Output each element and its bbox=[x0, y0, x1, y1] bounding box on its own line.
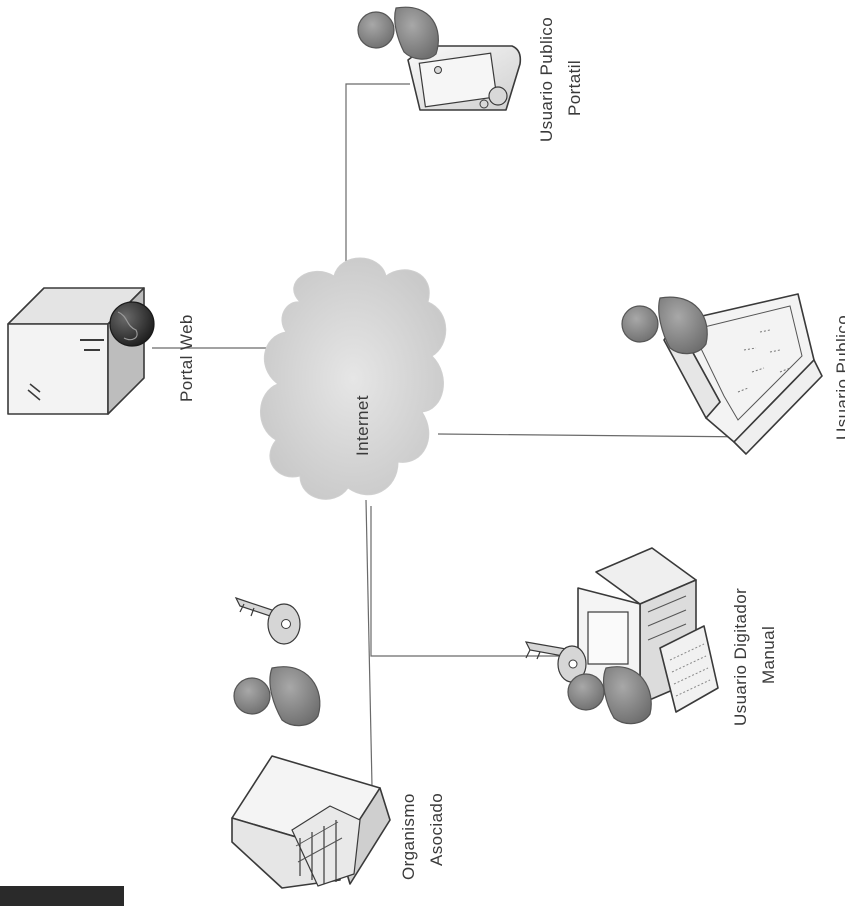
internet-cloud: Internet bbox=[260, 257, 447, 500]
usuario-publico-node: Usuario Publico bbox=[621, 293, 845, 455]
office-building-icon bbox=[231, 755, 391, 889]
person-icon bbox=[233, 666, 321, 727]
person-icon bbox=[567, 666, 652, 725]
edge-internet-organismo bbox=[365, 499, 373, 787]
cloud-icon bbox=[260, 257, 447, 500]
key-icon bbox=[234, 596, 301, 645]
usuario-publico-portatil-label-2: Portatil bbox=[565, 60, 584, 116]
handheld-device-icon bbox=[407, 45, 522, 111]
usuario-publico-portatil-label-1: Usuario Publico bbox=[537, 17, 556, 142]
person-icon bbox=[357, 6, 439, 60]
usuario-digitador-manual-label-2: Manual bbox=[759, 626, 778, 684]
edge-internet-digitador bbox=[370, 506, 578, 657]
edge-internet-portatil bbox=[345, 83, 410, 296]
internet-label: Internet bbox=[353, 395, 372, 456]
usuario-publico-label: Usuario Publico bbox=[833, 315, 845, 440]
portal-web-label: Portal Web bbox=[177, 314, 196, 402]
person-icon bbox=[621, 296, 708, 355]
edge-internet-usuario-publico bbox=[437, 433, 759, 438]
portal-web-node: Portal Web bbox=[7, 287, 196, 415]
connectors bbox=[152, 83, 759, 787]
usuario-digitador-manual-label-1: Usuario Digitador bbox=[731, 588, 750, 726]
scan-bar-mark bbox=[0, 886, 124, 906]
usuario-digitador-manual-node: Usuario Digitador Manual bbox=[524, 547, 778, 726]
organismo-asociado-node: Organismo Asociado bbox=[231, 596, 446, 889]
organismo-asociado-label-1: Organismo bbox=[399, 793, 418, 880]
key-icon bbox=[524, 641, 587, 683]
server-globe-icon bbox=[7, 287, 155, 415]
usuario-publico-portatil-node: Usuario Publico Portatil bbox=[357, 6, 584, 142]
organismo-asociado-label-2: Asociado bbox=[427, 793, 446, 866]
